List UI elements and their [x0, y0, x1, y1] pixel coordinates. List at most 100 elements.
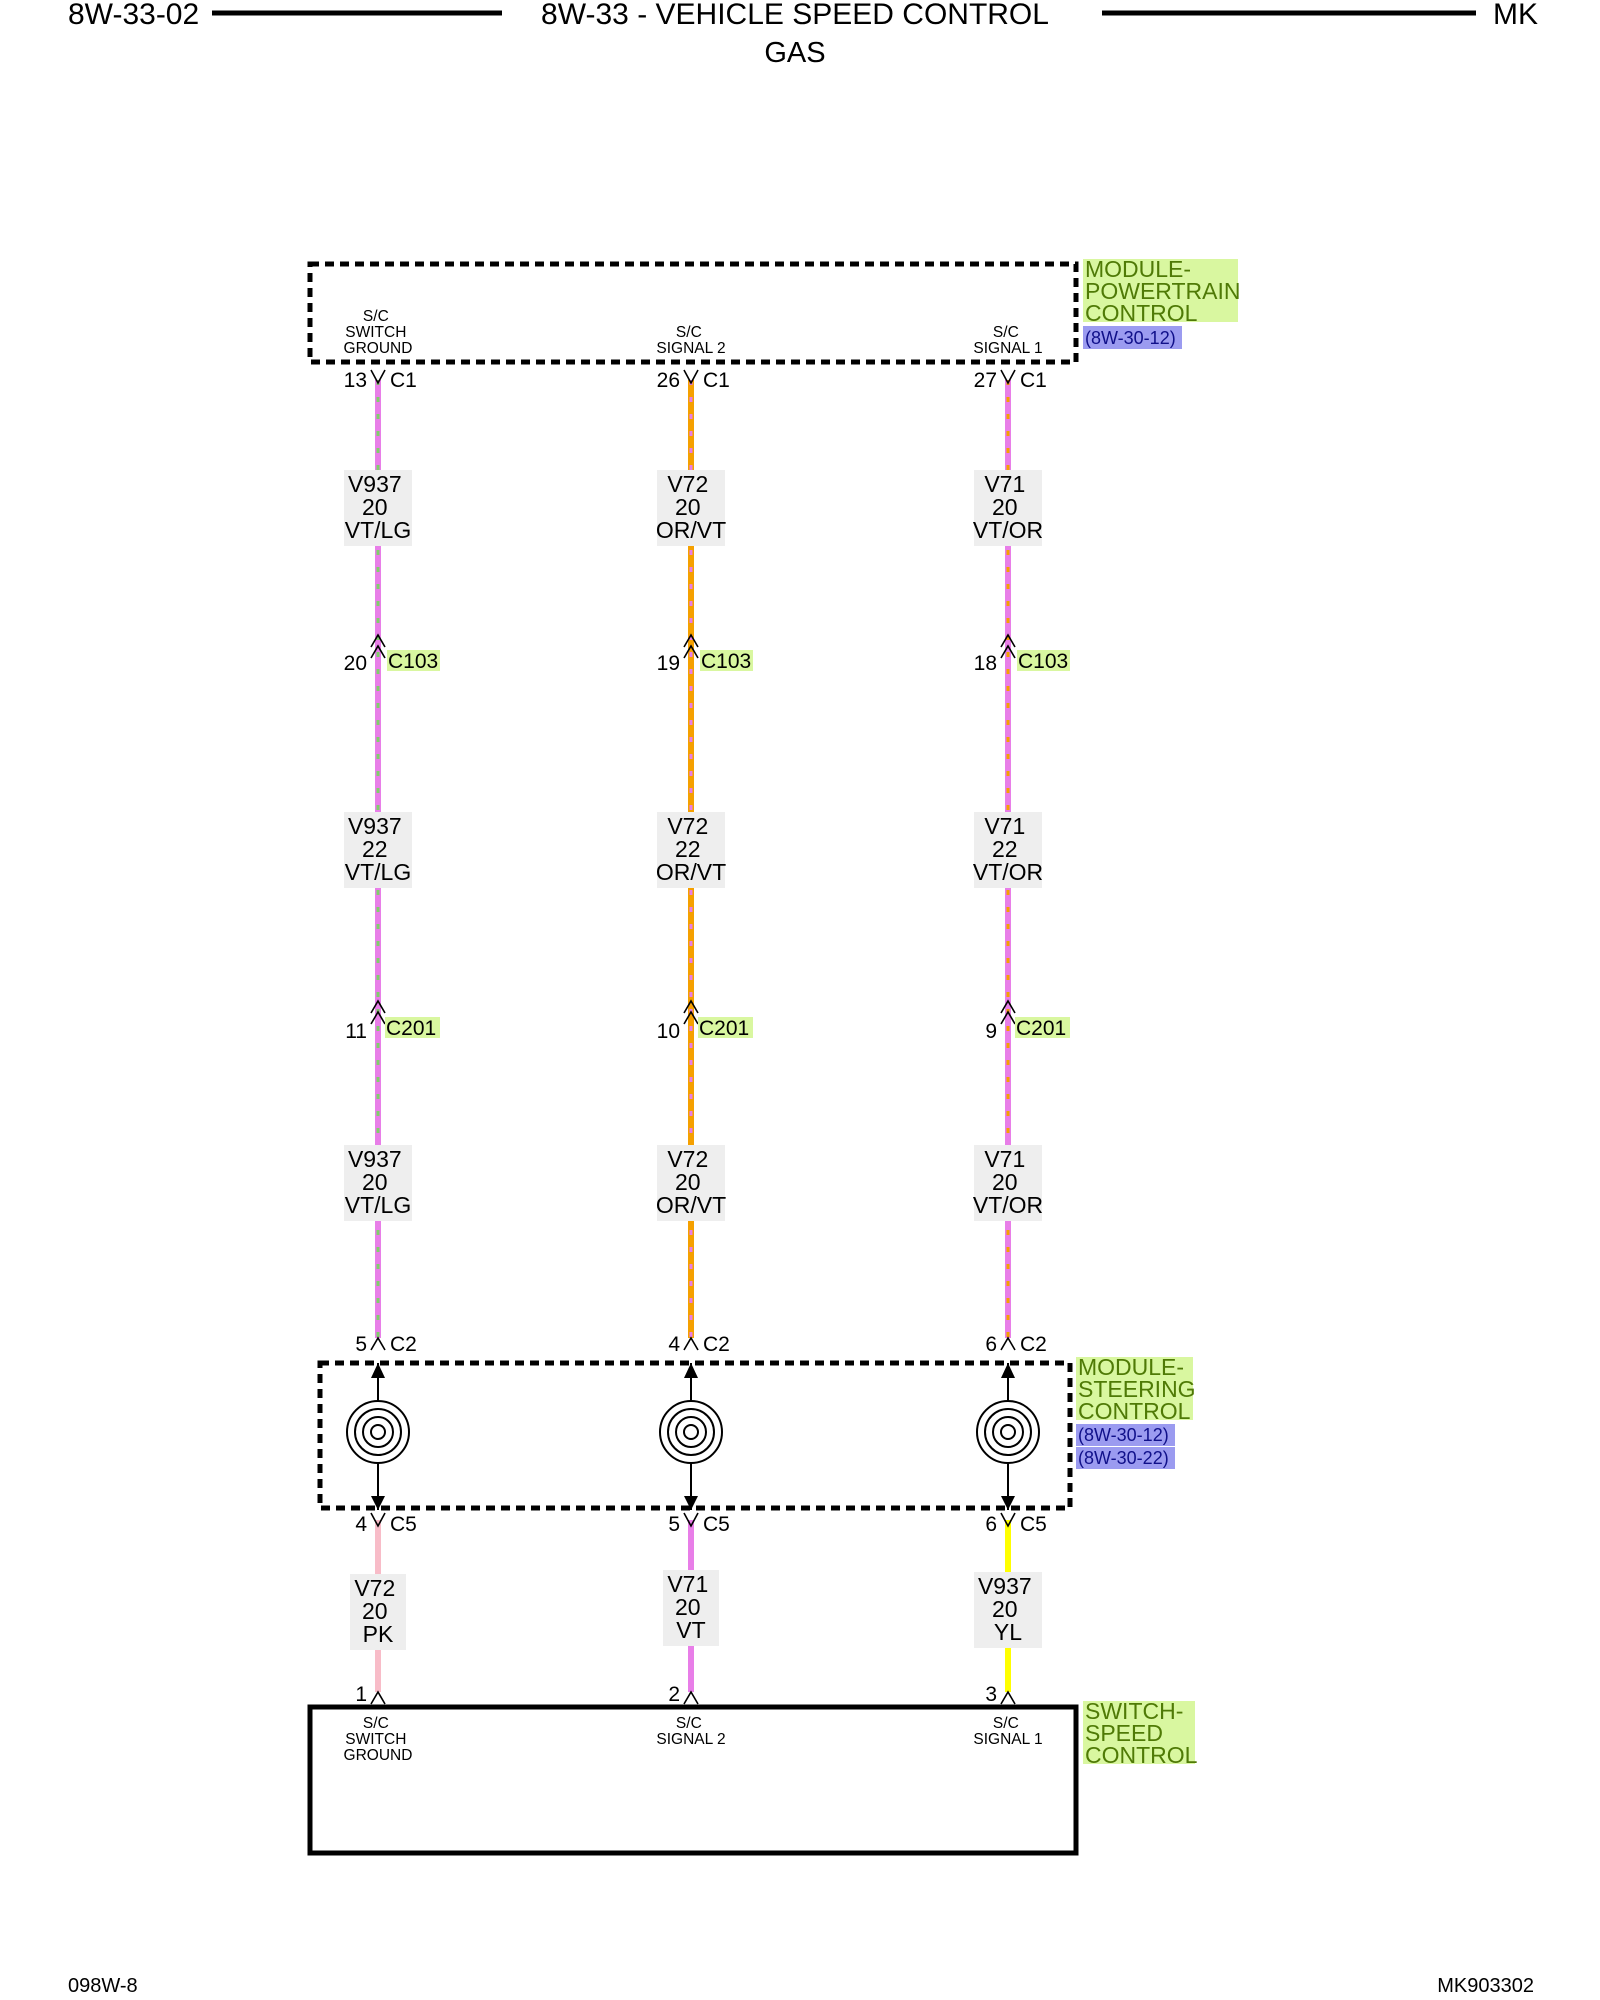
coil-ring-inner: [370, 1424, 386, 1440]
connector-id: C5: [1020, 1513, 1047, 1536]
pcm-connector-pins: 13 C1 26 C1 27 C1: [344, 369, 1047, 392]
steering-c2-pins: 5 C2 4 C2 6 C2: [355, 1333, 1047, 1356]
wire-label: V937 22 VT/LG: [345, 813, 411, 885]
arrow-down-icon: [371, 1496, 385, 1510]
pin-chevron-up: [683, 999, 699, 1014]
switch-module-name: SWITCH- SPEED CONTROL: [1085, 1698, 1198, 1768]
pin-chevron-up: [1000, 1336, 1016, 1351]
switch-pin-label-signal-1: S/C SIGNAL 1: [973, 1715, 1042, 1748]
switch-outline: [307, 1704, 1079, 1856]
pin-chevron-up: [370, 644, 386, 659]
connector-id: C1: [703, 369, 730, 392]
wire-label: V71 20 VT/OR: [973, 1146, 1043, 1218]
pin-chevron-up: [370, 633, 386, 648]
wire-labels-row-1: V937 20 VT/LG V72 20 OR/VT V71 20 VT/OR: [344, 470, 1043, 546]
pcm-ref-link[interactable]: (8W-30-12): [1085, 328, 1176, 348]
pin-chevron-up: [683, 1336, 699, 1351]
connector-highlight: [1017, 650, 1070, 671]
wires: [375, 380, 1011, 1692]
connector-id: C2: [1020, 1333, 1047, 1356]
page-id: 8W-33-02: [68, 0, 199, 31]
pcm-name-highlight: [1083, 259, 1238, 322]
pin-number: 3: [985, 1683, 997, 1706]
coil-ring: [362, 1416, 394, 1448]
pin-chevron-down: [370, 369, 386, 385]
wire-labels-lower: V72 20 PK V71 20 VT V937 20 YL: [350, 1570, 1042, 1650]
pin-chevron-up: [683, 633, 699, 648]
steering-name-highlight: [1076, 1357, 1193, 1420]
page-title: 8W-33 - VEHICLE SPEED CONTROL: [541, 0, 1049, 31]
wire-label: V937 20 VT/LG: [345, 471, 411, 543]
wire-label-box: [974, 470, 1042, 546]
pin-chevron-up: [370, 1336, 386, 1351]
pin-chevron-up: [370, 1010, 386, 1025]
pin-chevron-up: [1000, 644, 1016, 659]
pin-chevron-down: [370, 1512, 386, 1528]
arrow-up-icon: [1001, 1363, 1015, 1378]
pin-chevron-down: [1000, 1512, 1016, 1528]
footer-left-code: 098W-8: [68, 1975, 138, 1997]
wire-label-box: [974, 1572, 1042, 1648]
pin-chevron-up: [370, 1690, 386, 1705]
pin-number: 18: [974, 652, 997, 675]
coil-ring: [354, 1408, 402, 1456]
coil-ring-inner: [1000, 1424, 1016, 1440]
pin-number: 20: [344, 652, 367, 675]
steering-ref-highlight: [1076, 1447, 1175, 1469]
steering-ref-highlight: [1076, 1424, 1175, 1446]
wire-label-box: [974, 812, 1042, 888]
inline-connector-c103: 20 C103 19 C103 18 C103: [344, 633, 1070, 675]
pcm-pin-label-switch-ground: S/C SWITCH GROUND: [344, 308, 413, 357]
pin-number: 9: [985, 1020, 997, 1043]
wire-label-box: [663, 1570, 719, 1646]
arrow-up-icon: [684, 1363, 698, 1378]
wire-label-box: [344, 812, 412, 888]
clockspring-coil-1: [346, 1363, 410, 1510]
steering-module-outline: [317, 1360, 1073, 1511]
pin-number: 4: [668, 1333, 680, 1356]
wire-labels-row-3: V937 20 VT/LG V72 20 OR/VT V71 20 VT/OR: [344, 1145, 1043, 1221]
wire-label-box: [350, 1574, 406, 1650]
coil-ring: [675, 1416, 707, 1448]
coil-ring-outer: [976, 1400, 1040, 1464]
pin-number: 27: [974, 369, 997, 392]
connector-id: C103: [388, 650, 438, 673]
coil-ring-outer: [346, 1400, 410, 1464]
pin-chevron-up: [370, 999, 386, 1014]
wire-label: V72 20 PK: [354, 1575, 401, 1647]
pin-chevron-up: [1000, 999, 1016, 1014]
arrow-up-icon: [371, 1363, 385, 1378]
pcm-pin-label-signal-1: S/C SIGNAL 1: [973, 324, 1042, 357]
wire-label-box: [657, 1145, 725, 1221]
coil-ring: [667, 1408, 715, 1456]
page-subtitle: GAS: [764, 37, 825, 69]
switch-pin-label-signal-2: S/C SIGNAL 2: [656, 1715, 725, 1748]
connector-id: C1: [390, 369, 417, 392]
wire-label-box: [657, 470, 725, 546]
wire-label: V71 22 VT/OR: [973, 813, 1043, 885]
pcm-ref-highlight: [1083, 326, 1182, 349]
connector-id: C201: [699, 1017, 749, 1040]
connector-id: C201: [1016, 1017, 1066, 1040]
coil-ring: [984, 1408, 1032, 1456]
steering-ref-link-1[interactable]: (8W-30-12): [1078, 1425, 1169, 1445]
steering-ref-link-2[interactable]: (8W-30-22): [1078, 1448, 1169, 1468]
wire-labels-row-2: V937 22 VT/LG V72 22 OR/VT V71 22 VT/OR: [344, 812, 1043, 888]
wire-label: V72 20 OR/VT: [656, 471, 726, 543]
steering-module-name: MODULE- STEERING CONTROL: [1078, 1354, 1202, 1424]
steering-c5-pins: 4 C5 5 C5 6 C5: [355, 1512, 1047, 1536]
pin-number: 2: [668, 1683, 680, 1706]
pin-number: 4: [355, 1513, 367, 1536]
connector-id: C2: [390, 1333, 417, 1356]
wire-label: V71 20 VT/OR: [973, 471, 1043, 543]
pin-chevron-up: [1000, 633, 1016, 648]
pcm-module-outline: [307, 261, 1079, 365]
connector-highlight: [387, 650, 440, 671]
arrow-down-icon: [1001, 1496, 1015, 1510]
connector-highlight: [698, 1017, 753, 1038]
switch-name-highlight: [1083, 1701, 1195, 1764]
coil-ring-outer: [659, 1400, 723, 1464]
switch-pins: 1 2 3: [355, 1683, 1016, 1706]
wire-label: V72 20 OR/VT: [656, 1146, 726, 1218]
pin-chevron-down: [1000, 369, 1016, 385]
